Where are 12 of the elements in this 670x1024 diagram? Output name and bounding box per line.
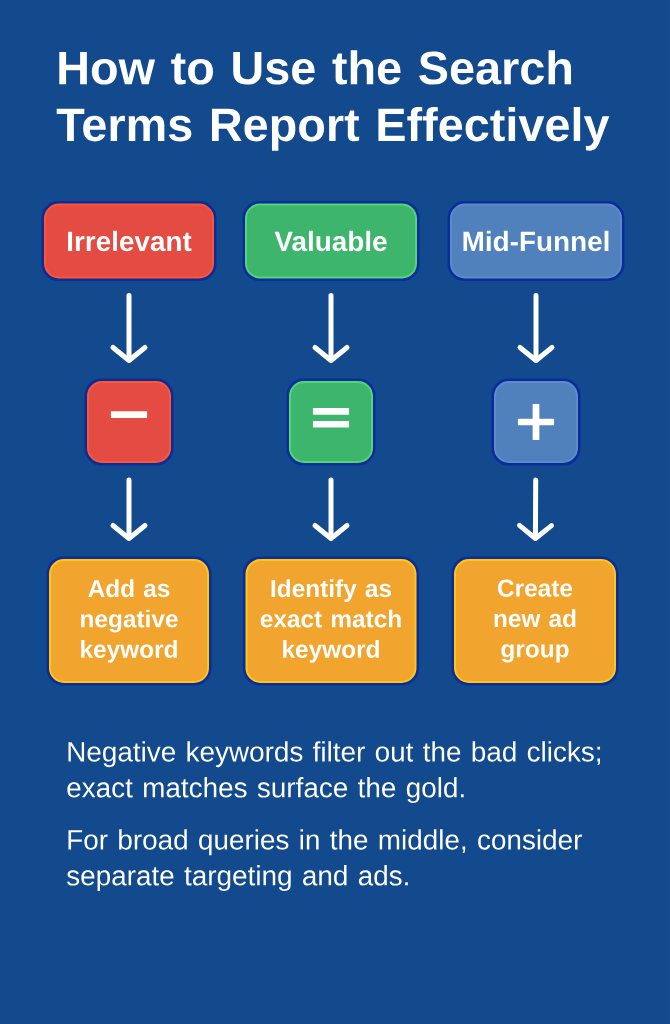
symbol-tile: = xyxy=(286,378,376,466)
category-box: Mid-Funnel xyxy=(447,201,625,281)
symbol-tile: + xyxy=(491,378,581,466)
action-box: Add as negative keyword xyxy=(46,556,212,686)
symbol-tile: − xyxy=(84,378,174,466)
action-box: Identify as exact match keyword xyxy=(243,556,419,686)
category-box: Valuable xyxy=(242,201,420,281)
title: How to Use the Search Terms Report Effectively xyxy=(56,50,610,151)
paragraph: For broad queries in the middle, consider separate targeting and ads. xyxy=(67,829,582,892)
category-box: Irrelevant xyxy=(41,201,217,281)
action-box: Create new ad group xyxy=(451,556,619,686)
paragraph: Negative keywords filter out the bad clicks; exact matches surface the gold. xyxy=(67,741,601,804)
